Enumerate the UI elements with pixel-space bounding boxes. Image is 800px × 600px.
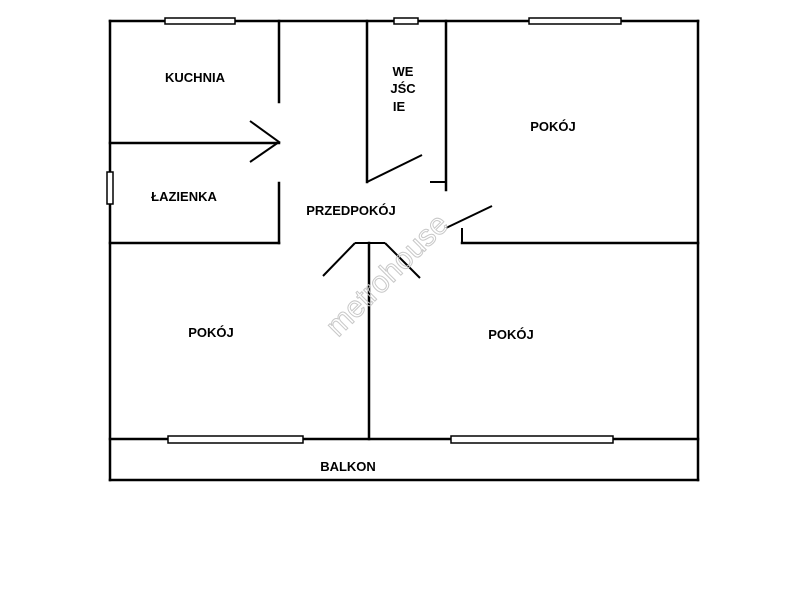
room-top-right-window xyxy=(528,17,622,25)
room-top-right-label: POKÓJ xyxy=(530,119,576,134)
room-bottom-right-label: POKÓJ xyxy=(488,327,534,342)
watermark-logo: metrohouse xyxy=(320,208,455,343)
windows xyxy=(106,17,622,444)
room-bottom-left-door xyxy=(322,242,356,277)
hallway-label: PRZEDPOKÓJ xyxy=(306,203,396,218)
kitchen-window xyxy=(164,17,236,25)
room-bottom-left-window xyxy=(167,435,304,444)
room-bottom-right-door xyxy=(384,242,421,279)
entrance-door xyxy=(366,154,423,183)
room-labels: KUCHNIA ŁAZIENKA WE JŚC IE PRZEDPOKÓJ PO… xyxy=(151,64,576,474)
interior-walls xyxy=(108,19,700,441)
bathroom-label: ŁAZIENKA xyxy=(151,189,217,204)
kitchen-label: KUCHNIA xyxy=(165,70,226,85)
entrance-label-line3: IE xyxy=(393,99,406,114)
bathroom-window xyxy=(106,171,114,205)
bathroom-door-arrow xyxy=(249,120,281,163)
room-top-right-door xyxy=(445,205,493,229)
doors xyxy=(249,120,493,279)
entrance-window xyxy=(393,17,419,25)
entrance-label-line2: JŚC xyxy=(390,81,416,96)
entrance-label-line1: WE xyxy=(393,64,414,79)
room-bottom-left-label: POKÓJ xyxy=(188,325,234,340)
balcony-label: BALKON xyxy=(320,459,376,474)
room-bottom-right-window xyxy=(450,435,614,444)
